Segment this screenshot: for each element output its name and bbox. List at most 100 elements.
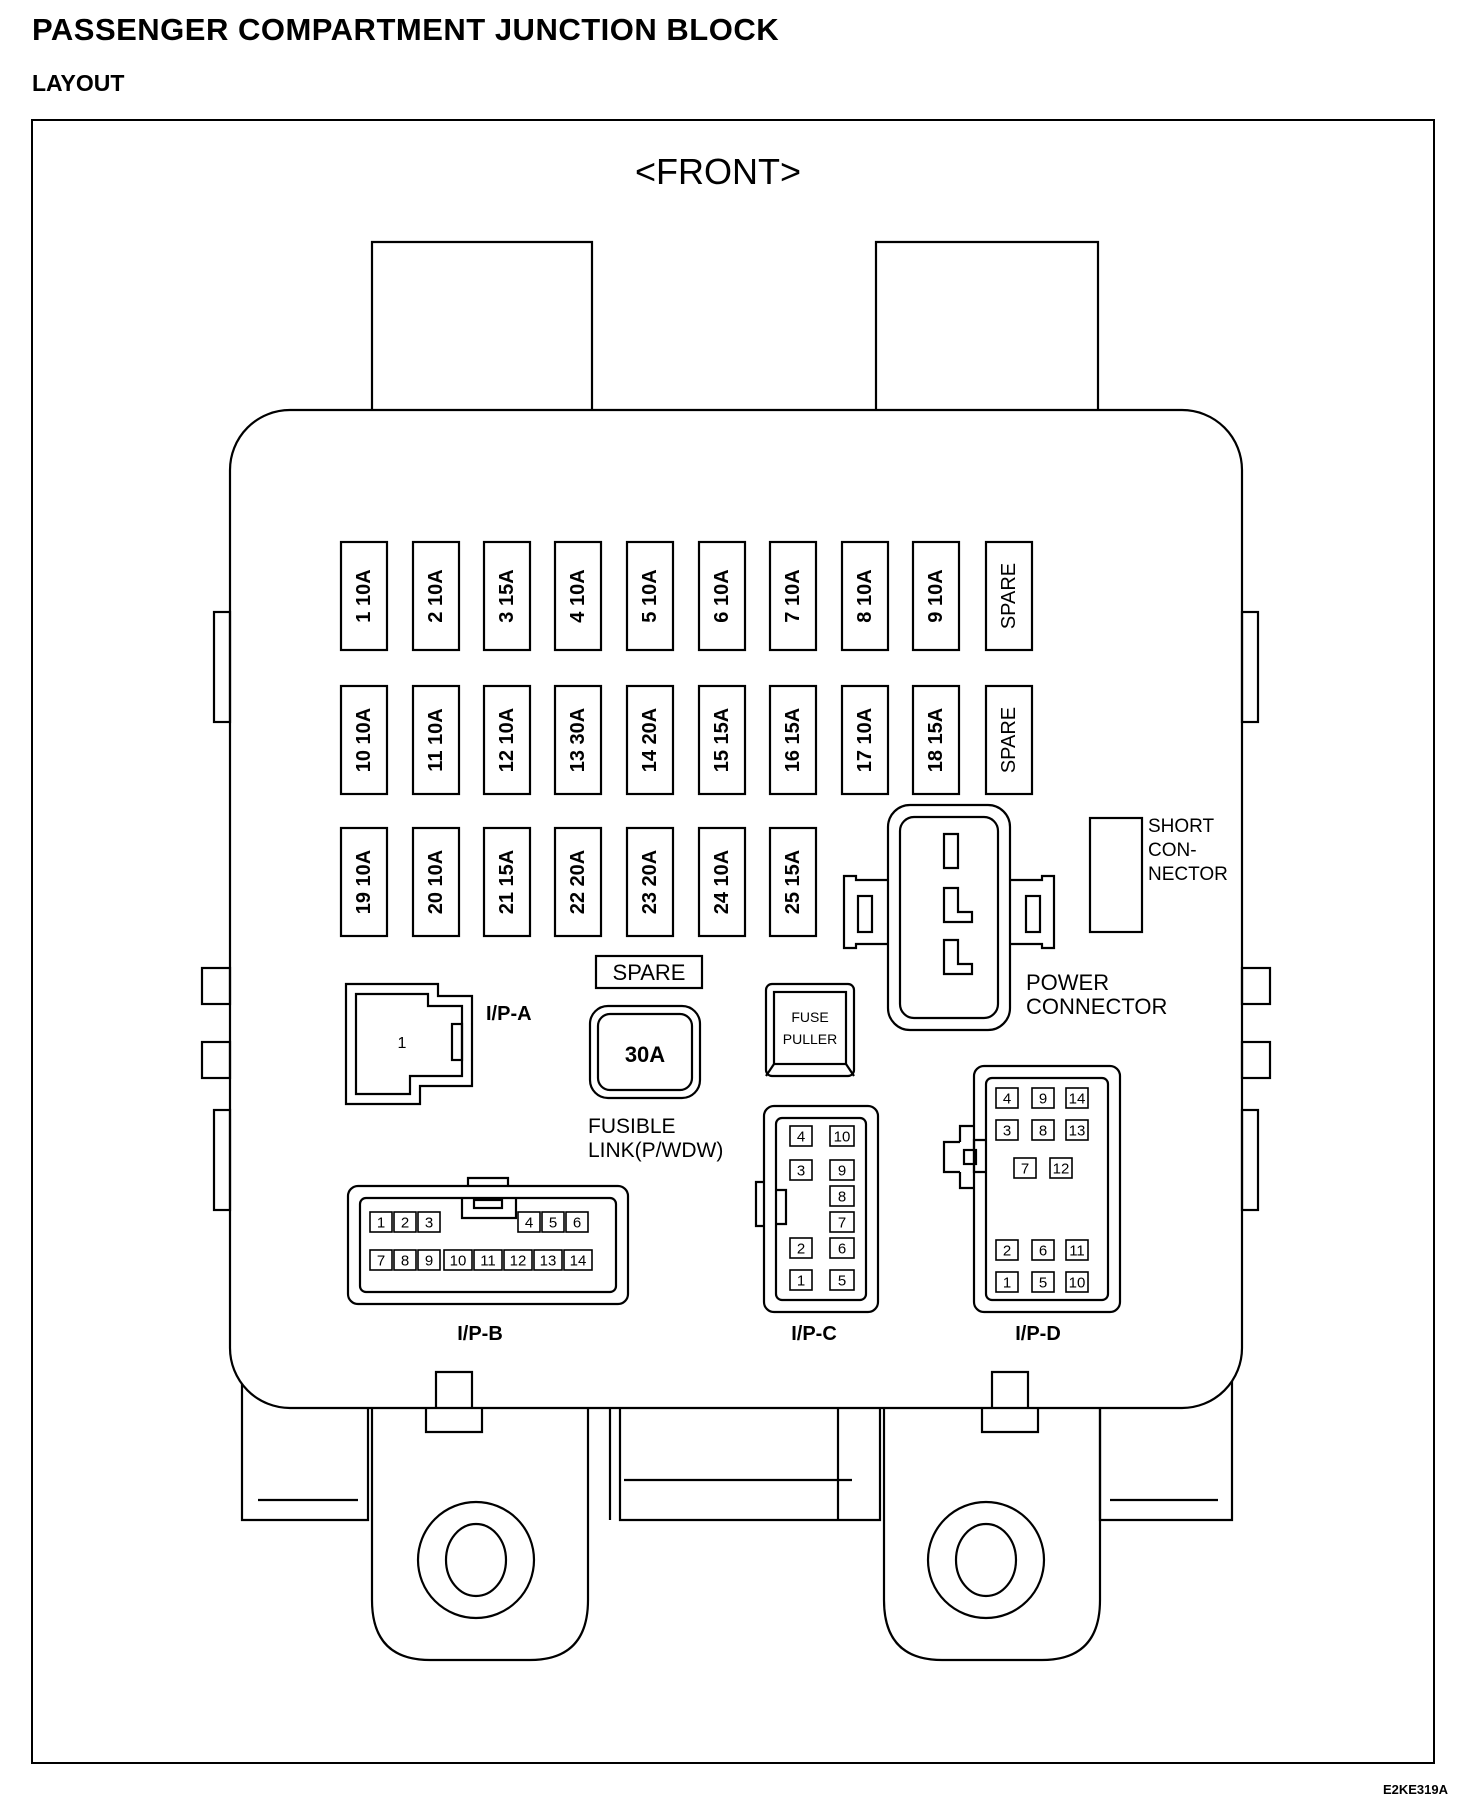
connector-pin-number: 3 [1003, 1123, 1011, 1140]
connector-pin [829, 1269, 855, 1291]
power-connector [842, 803, 1056, 1032]
connector-pin [563, 1249, 593, 1271]
fuse-label: 17 10A [854, 708, 876, 773]
bottom-frame [240, 1300, 1234, 1522]
connector-pin [1065, 1119, 1089, 1141]
connector-pin-number: 6 [573, 1215, 581, 1232]
connector-pin-number: 3 [797, 1163, 805, 1180]
ip-b-connector [346, 1176, 630, 1306]
connector-pin [393, 1249, 417, 1271]
power-connector-label-2: CONNECTOR [1026, 994, 1167, 1019]
fuse-slot [984, 684, 1034, 796]
connector-pin [829, 1237, 855, 1259]
fuse-slot [911, 540, 961, 652]
connector-pin-number: 5 [838, 1273, 846, 1290]
mount-hole-right [926, 1500, 1046, 1620]
connector-pin [789, 1159, 813, 1181]
connector-pin [417, 1211, 441, 1233]
fuse-label: 1 10A [353, 569, 375, 622]
fuse-slot [411, 540, 461, 652]
connector-pin-number: 1 [377, 1215, 385, 1232]
mount-bracket-left [370, 1400, 590, 1662]
fusible-link [588, 1004, 702, 1100]
connector-pin-number: 6 [838, 1241, 846, 1258]
mount-bracket-right [882, 1400, 1102, 1662]
connector-pin-number: 2 [401, 1215, 409, 1232]
connector-pin-number: 9 [838, 1163, 846, 1180]
connector-pin [995, 1239, 1019, 1261]
fuse-label: 21 15A [496, 850, 518, 915]
connector-pin [517, 1211, 541, 1233]
connector-pin [1031, 1271, 1055, 1293]
fuse-puller [764, 982, 856, 1078]
fuse-puller-label-2: PULLER [783, 1031, 837, 1047]
fuse-label: 5 10A [639, 569, 661, 622]
fuse-slot [482, 684, 532, 796]
connector-pin-number: 6 [1039, 1243, 1047, 1260]
fuse-label: 12 10A [496, 708, 518, 773]
short-connector-label-1: SHORT [1148, 816, 1215, 837]
connector-pin-number: 8 [401, 1253, 409, 1270]
ip-c-connector [754, 1104, 880, 1314]
connector-pin [473, 1249, 503, 1271]
connector-pin [995, 1119, 1019, 1141]
fuse-slot [553, 684, 603, 796]
connector-pin [1031, 1119, 1055, 1141]
fuse-label: 10 10A [353, 708, 375, 773]
fusible-link-value: 30A [625, 1042, 665, 1067]
spare-box [594, 954, 704, 990]
connector-pin [1065, 1239, 1089, 1261]
fuse-slot [625, 540, 675, 652]
ip-a-pin: 1 [398, 1035, 407, 1052]
spare-box-label: SPARE [613, 960, 686, 985]
fuse-slot [984, 540, 1034, 652]
connector-pin [1049, 1157, 1073, 1179]
fuse-slot [697, 826, 747, 938]
power-connector-label-1: POWER [1026, 970, 1109, 995]
top-tab-right [874, 240, 1100, 410]
ip-d-connector [942, 1064, 1122, 1314]
fuse-label: 15 15A [711, 708, 733, 773]
connector-pin-number: 2 [797, 1241, 805, 1258]
connector-pin-number: 8 [838, 1189, 846, 1206]
connector-pin [393, 1211, 417, 1233]
diagram-frame [31, 119, 1435, 1764]
page-title: PASSENGER COMPARTMENT JUNCTION BLOCK [32, 12, 780, 47]
fuse-label: 3 15A [496, 569, 518, 622]
fuse-label: 4 10A [567, 569, 589, 622]
connector-pin-number: 1 [797, 1273, 805, 1290]
fuse-slot [840, 540, 890, 652]
connector-pin [369, 1211, 393, 1233]
connector-pin-number: 14 [570, 1253, 587, 1270]
fuse-slot [339, 684, 389, 796]
connector-pin [443, 1249, 473, 1271]
connector-pin [1031, 1087, 1055, 1109]
connector-pin-number: 8 [1039, 1123, 1047, 1140]
fuse-slot [697, 684, 747, 796]
top-tab-left [370, 240, 594, 410]
fuse-label: 7 10A [782, 569, 804, 622]
fuse-label: 23 20A [639, 850, 661, 915]
fuse-label: 9 10A [925, 569, 947, 622]
connector-pin-number: 5 [1039, 1275, 1047, 1292]
connector-pin [995, 1087, 1019, 1109]
fuse-slot [768, 540, 818, 652]
ip-b-label: I/P-B [457, 1323, 503, 1345]
fuse-label: 16 15A [782, 708, 804, 773]
connector-pin [565, 1211, 589, 1233]
fuse-slot [482, 826, 532, 938]
fuse-label: 14 20A [639, 708, 661, 773]
connector-pin-number: 7 [377, 1253, 385, 1270]
connector-pin [417, 1249, 441, 1271]
connector-pin-number: 12 [510, 1253, 527, 1270]
fuse-slot [339, 826, 389, 938]
connector-pin-number: 4 [525, 1215, 533, 1232]
fuse-label: 22 20A [567, 850, 589, 915]
connector-pin-number: 11 [1069, 1243, 1085, 1260]
front-label: <FRONT> [635, 151, 801, 192]
connector-pin-number: 4 [1003, 1091, 1011, 1108]
short-connector [1088, 816, 1144, 934]
connector-pin [789, 1269, 813, 1291]
connector-pin [541, 1211, 565, 1233]
